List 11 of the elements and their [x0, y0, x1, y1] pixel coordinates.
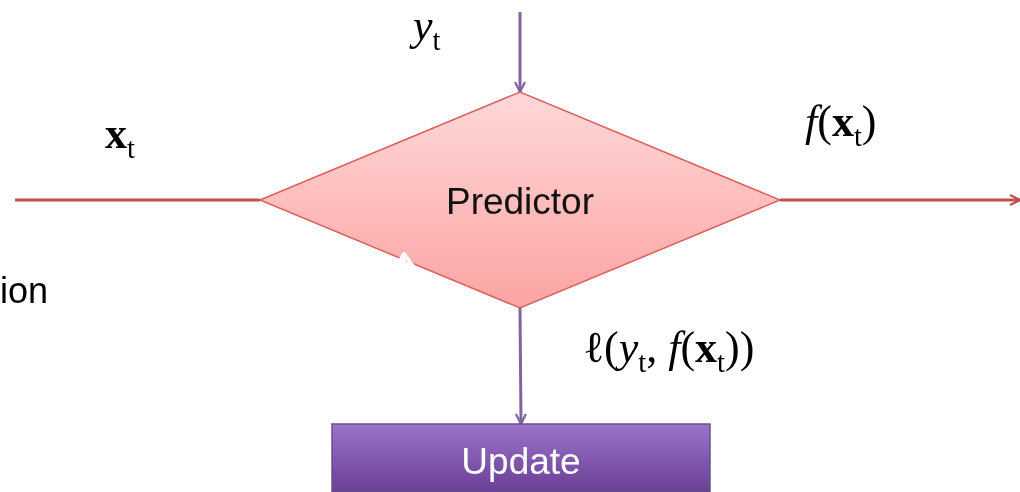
- text-fragment: ion: [0, 270, 49, 312]
- edge-label: ℓ(y$_{t}$, f(x$_{t}$)): [583, 326, 755, 378]
- arrow: [780, 193, 1020, 207]
- edge-label: f(x$_{t}$): [805, 100, 877, 152]
- arrow: [513, 12, 527, 94]
- node-label: Predictor: [445, 181, 595, 223]
- edge-label: x$_{t}$: [105, 112, 135, 164]
- decision-diamond: [260, 92, 780, 308]
- node-label: Update: [461, 441, 581, 483]
- arrow: [514, 308, 527, 426]
- process-box: [332, 424, 710, 492]
